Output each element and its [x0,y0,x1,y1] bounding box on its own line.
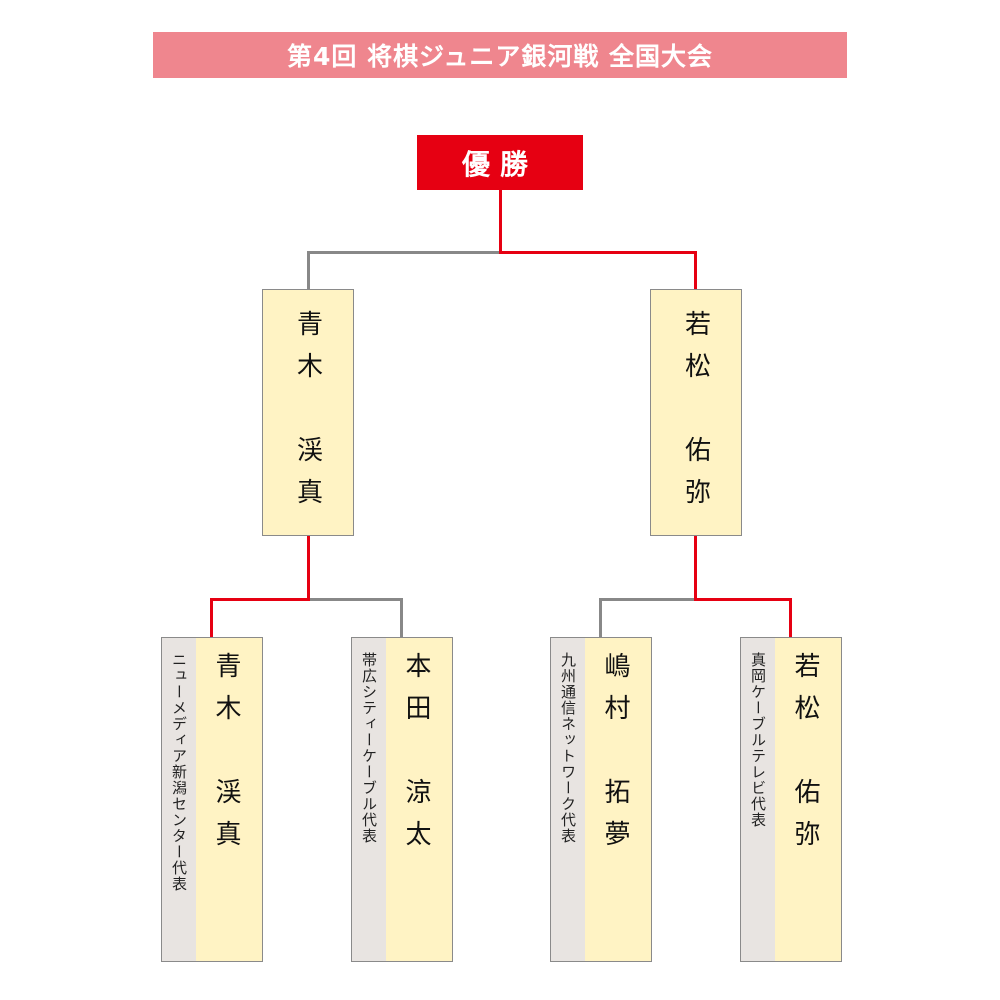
semifinal-box-right: 若松 佑弥 [650,289,742,536]
affiliation-strip [741,638,775,961]
player-name: 若松 佑弥 [680,310,711,520]
bracket-line [307,536,310,600]
affiliation-strip [162,638,196,961]
bracket-line [499,190,502,253]
bracket-line [400,598,403,637]
player-affiliation: 九州通信ネットワーク代表 [559,652,577,844]
bracket-line [307,251,500,254]
player-name: 嶋村 拓夢 [600,652,630,862]
bracket-line [210,598,310,601]
semifinal-box-left: 青木 渓真 [262,289,354,536]
player-box: 真岡ケーブルテレビ代表 若松 佑弥 [740,637,842,962]
bracket-line [694,598,792,601]
champion-label: 優勝 [417,135,583,190]
tournament-title: 第4回 将棋ジュニア銀河戦 全国大会 [153,32,847,78]
player-name: 青木 渓真 [292,310,323,520]
player-name: 青木 渓真 [211,652,241,862]
player-box: ニューメディア新潟センター代表 青木 渓真 [161,637,263,962]
player-affiliation: ニューメディア新潟センター代表 [170,652,188,892]
bracket-line [307,251,310,289]
player-box: 九州通信ネットワーク代表 嶋村 拓夢 [550,637,652,962]
affiliation-strip [352,638,386,961]
player-affiliation: 帯広シティーケーブル代表 [360,652,378,844]
player-box: 帯広シティーケーブル代表 本田 涼太 [351,637,453,962]
affiliation-strip [551,638,585,961]
bracket-line [694,251,697,289]
bracket-line [599,598,695,601]
bracket-line [789,598,792,637]
bracket-line [599,598,602,637]
player-name: 若松 佑弥 [790,652,820,862]
bracket-line [310,598,402,601]
player-name: 本田 涼太 [401,652,431,862]
bracket-line [210,598,213,637]
player-affiliation: 真岡ケーブルテレビ代表 [749,652,767,828]
bracket-line [499,251,697,254]
bracket-line [694,536,697,600]
